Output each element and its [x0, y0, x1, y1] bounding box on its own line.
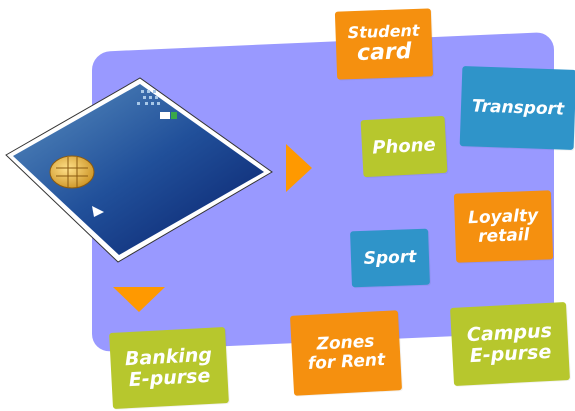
card-logo-icon — [160, 112, 177, 119]
loyalty-retail-line2: retail — [477, 224, 530, 247]
zones-for-rent-tag: Zones for Rent — [289, 310, 403, 396]
campus-epurse-tag: Campus E-purse — [450, 302, 570, 386]
card-barcode-icon — [137, 90, 160, 105]
arrow-right-icon — [286, 144, 312, 192]
card-triangle-icon — [92, 206, 104, 217]
campus-epurse-line2: E-purse — [469, 340, 552, 368]
student-card-tag: Student card — [334, 8, 434, 80]
chip-icon — [49, 155, 95, 189]
banking-epurse-tag: Banking E-purse — [109, 327, 229, 409]
sport-label: Sport — [363, 246, 417, 269]
zones-for-rent-line2: for Rent — [307, 349, 386, 374]
banking-epurse-line2: E-purse — [128, 364, 211, 392]
student-card-line2: card — [356, 38, 412, 66]
transport-label: Transport — [471, 96, 565, 120]
transport-tag: Transport — [459, 66, 575, 150]
phone-tag: Phone — [360, 115, 448, 178]
sport-tag: Sport — [350, 228, 430, 288]
arrow-down-icon — [113, 287, 165, 312]
loyalty-retail-tag: Loyalty retail — [453, 190, 554, 263]
card-body — [13, 84, 264, 255]
phone-label: Phone — [371, 133, 437, 159]
